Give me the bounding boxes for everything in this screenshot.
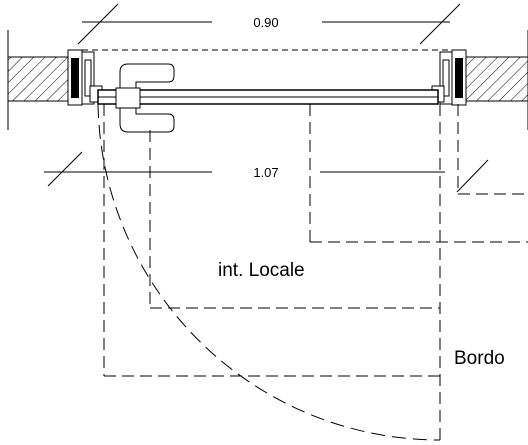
edge-label: Bordo [454,348,505,369]
right-jamb [431,49,467,106]
door-handle [115,63,175,133]
left-wall [7,30,71,130]
dimension-top-label: 0.90 [253,15,278,30]
dimension-middle-label: 1.07 [253,165,278,180]
door-swing-arc [97,103,441,441]
right-wall [461,30,528,130]
dimension-top: 0.90 [77,3,461,45]
door-leaf [97,89,439,105]
interior-label: int. Locale [218,260,305,281]
clearance-lines [82,49,528,445]
left-jamb [67,49,103,106]
dimension-middle: 1.07 [44,151,489,193]
